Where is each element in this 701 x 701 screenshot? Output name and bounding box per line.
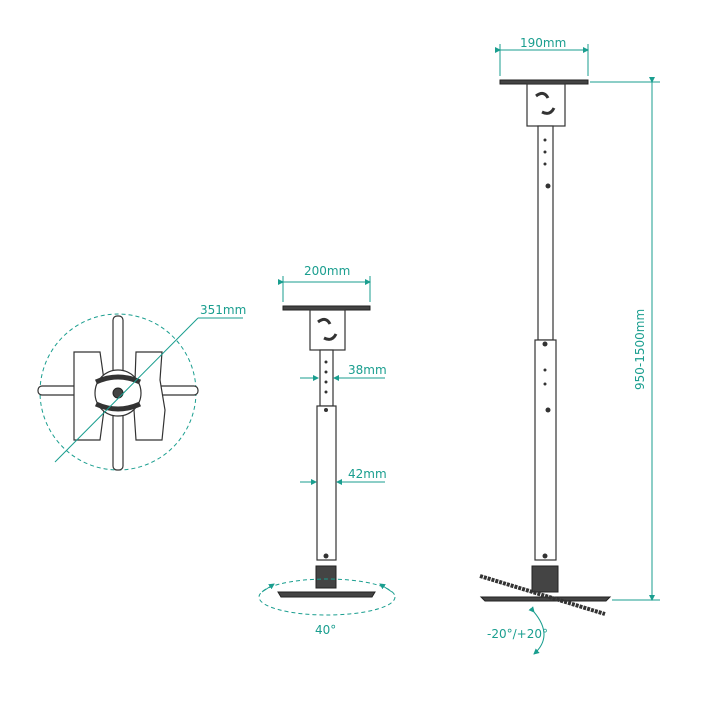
plate-width-label: 190mm bbox=[520, 36, 566, 50]
inner-tube-label: 38mm bbox=[348, 363, 387, 377]
rotation-label: 40° bbox=[315, 623, 336, 637]
long-mount: 190mm 950-1500mm -20°/+20° bbox=[479, 36, 660, 655]
inner-tube bbox=[319, 349, 334, 407]
projector-plate bbox=[277, 591, 376, 598]
bracket bbox=[526, 83, 566, 127]
tilt-label: -20°/+20° bbox=[487, 627, 548, 641]
short-mount: 200mm 38mm 42mm 40° bbox=[258, 264, 396, 637]
outer-tube bbox=[316, 405, 337, 561]
inner-tube bbox=[537, 125, 554, 341]
diameter-line bbox=[54, 317, 199, 463]
swivel-joint bbox=[315, 565, 337, 589]
bracket bbox=[309, 309, 346, 351]
height-label: 950-1500mm bbox=[633, 309, 647, 390]
ceiling-plate bbox=[282, 305, 371, 311]
plate-width-label: 200mm bbox=[304, 264, 350, 278]
outer-tube-label: 42mm bbox=[348, 467, 387, 481]
tilt-joint bbox=[531, 565, 559, 593]
tilt-arrow bbox=[528, 606, 545, 655]
diameter-label: 351mm bbox=[200, 303, 246, 317]
top-view: 351mm bbox=[37, 303, 246, 471]
outer-tube bbox=[534, 339, 557, 561]
projector-plate bbox=[479, 596, 612, 602]
rotation-ellipse bbox=[258, 578, 396, 616]
